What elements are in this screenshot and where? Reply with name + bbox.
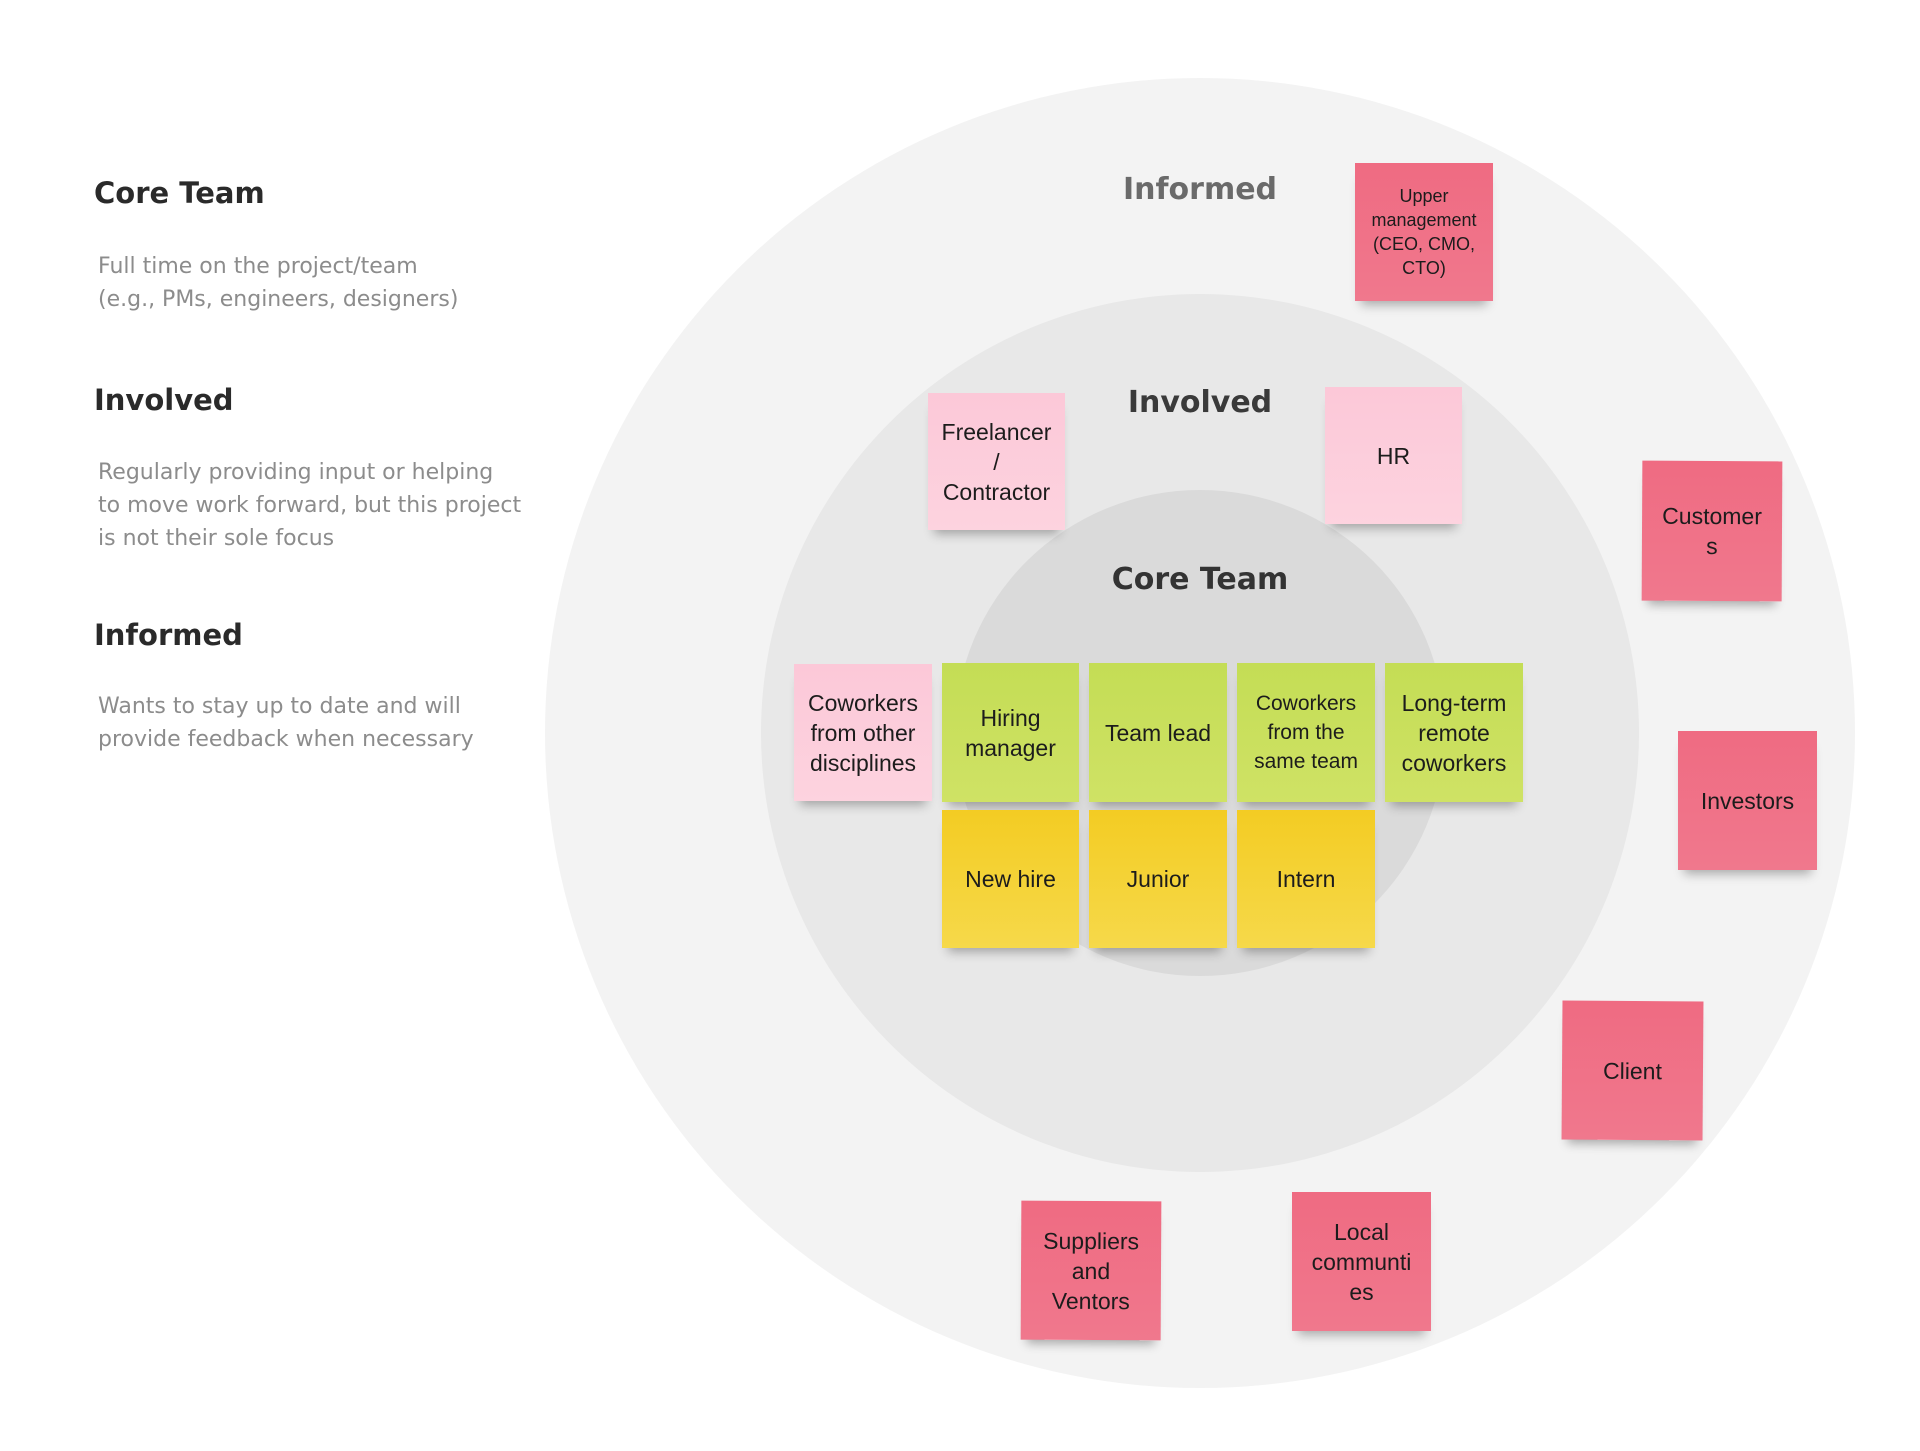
legend-involved-heading: Involved [94,383,234,417]
sticky-note-long-term-remote-coworkers[interactable]: Long-term remote coworkers [1385,663,1523,802]
involved-ring-label: Involved [1127,385,1273,420]
sticky-note-text: Coworkers from other disciplines [808,689,918,776]
sticky-note-hr[interactable]: HR [1325,387,1462,524]
sticky-note-text: Upper management (CEO, CMO, CTO) [1371,186,1477,278]
sticky-note-text: Investors [1700,787,1795,814]
sticky-note-text: New hire [965,866,1056,892]
sticky-note-text: Local communti es [1311,1218,1412,1305]
sticky-note-text: Client [1603,1057,1662,1084]
sticky-note-client[interactable]: Client [1561,1000,1704,1141]
sticky-note-text: HR [1376,442,1411,469]
sticky-note-intern[interactable]: Intern [1237,810,1375,948]
sticky-note-upper-management[interactable]: Upper management (CEO, CMO, CTO) [1355,163,1493,301]
sticky-note-junior[interactable]: Junior [1089,810,1227,948]
legend-informed-heading: Informed [94,618,243,652]
sticky-note-text: Coworkers from the same team [1254,692,1358,773]
sticky-note-hiring-manager[interactable]: Hiring manager [942,663,1079,802]
legend-core-heading: Core Team [94,176,265,210]
sticky-note-text: Hiring manager [965,704,1056,761]
informed-ring-label: Informed [1122,172,1278,207]
sticky-note-suppliers-and-vendors[interactable]: Suppliers and Ventors [1020,1200,1162,1341]
sticky-note-text: Long-term remote coworkers [1401,689,1507,776]
sticky-note-text: Junior [1126,866,1190,892]
sticky-note-text: Suppliers and Ventors [1043,1227,1140,1314]
core-team-ring-label: Core Team [1111,562,1289,597]
sticky-note-local-communities[interactable]: Local communti es [1292,1192,1431,1331]
sticky-note-text: Freelancer / Contractor [941,418,1052,505]
legend-informed-description: Wants to stay up to date and will provid… [98,694,474,752]
sticky-note-investors[interactable]: Investors [1678,731,1817,870]
sticky-note-new-hire[interactable]: New hire [942,810,1079,948]
legend-core-description: Full time on the project/team (e.g., PMs… [98,254,459,312]
sticky-note-customers[interactable]: Customer s [1641,460,1783,602]
sticky-note-freelancer-contractor[interactable]: Freelancer / Contractor [928,393,1065,530]
sticky-note-text: Customer s [1662,502,1762,560]
legend-involved-description: Regularly providing input or helping to … [98,460,522,551]
sticky-note-coworkers-other-disciplines[interactable]: Coworkers from other disciplines [794,664,932,801]
sticky-note-text: Intern [1276,866,1336,892]
sticky-note-team-lead[interactable]: Team lead [1089,663,1227,802]
sticky-note-text: Team lead [1104,719,1212,746]
sticky-note-coworkers-same-team[interactable]: Coworkers from the same team [1237,663,1375,802]
